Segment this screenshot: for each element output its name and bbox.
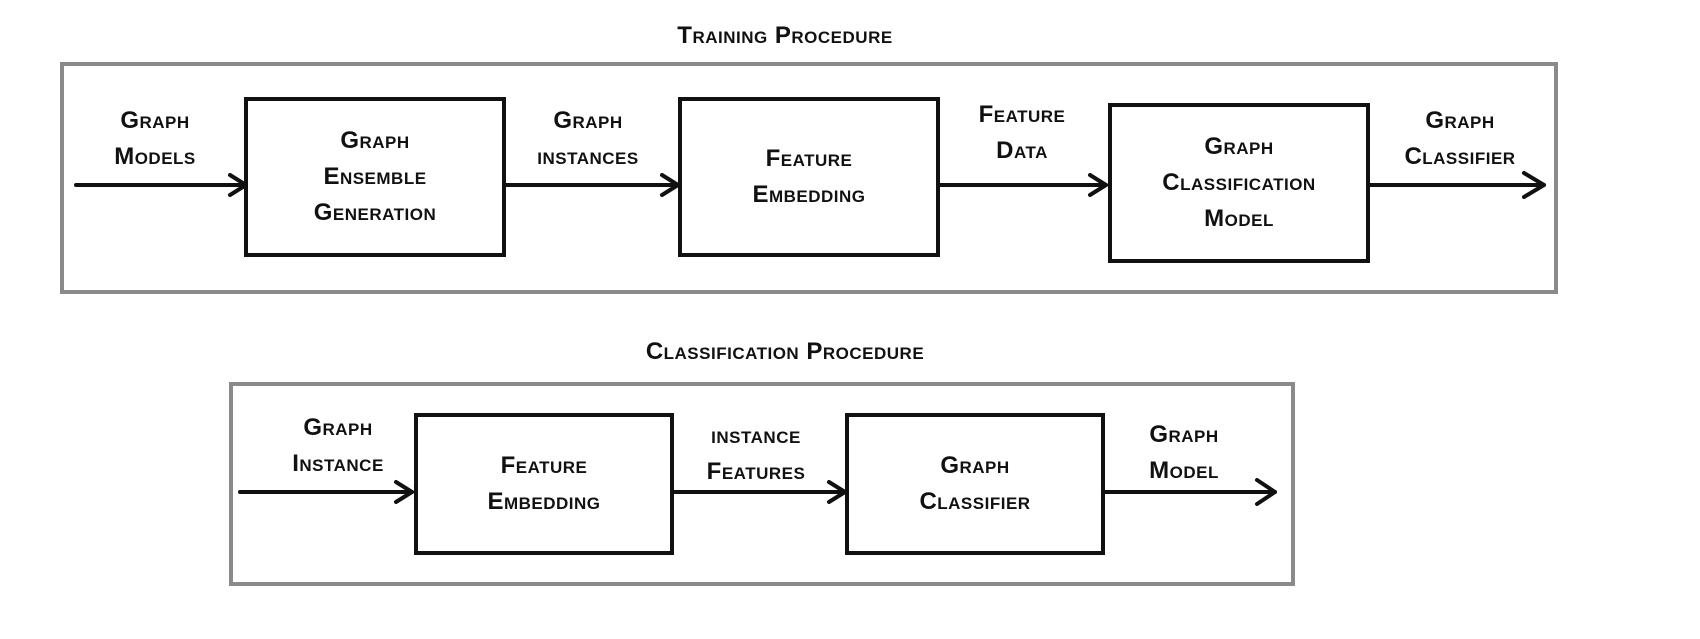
arrow-training-input [74,173,248,197]
training-input-label: Graph Models [114,107,196,170]
training-title: Training Procedure [677,22,893,49]
instance-features-label: instance Features [706,422,806,485]
classification-title: Classification Procedure [645,338,925,365]
classification-feature-embedding-box: Feature Embedding [414,413,674,555]
arrow-training-output [1368,171,1546,199]
graph-instances-label: Graph instances [537,107,639,170]
classification-panel [229,382,1295,586]
arrow-classification-input [238,480,414,504]
arrow-feature-data [938,173,1108,197]
classification-input-label: Graph Instance [292,414,384,477]
graph-classifier-box: Graph Classifier [845,413,1105,555]
arrow-instance-features [672,480,847,504]
training-output-label: Graph Classifier [1404,107,1516,170]
classification-output-label: Graph Model [1149,421,1219,484]
arrow-classification-output [1101,478,1277,506]
graph-classification-model-box: Graph Classification Model [1108,103,1370,263]
training-feature-embedding-box: Feature Embedding [678,97,940,257]
arrow-graph-instances [504,173,680,197]
feature-data-label: Feature Data [978,101,1066,164]
graph-ensemble-generation-box: Graph Ensemble Generation [244,97,506,257]
